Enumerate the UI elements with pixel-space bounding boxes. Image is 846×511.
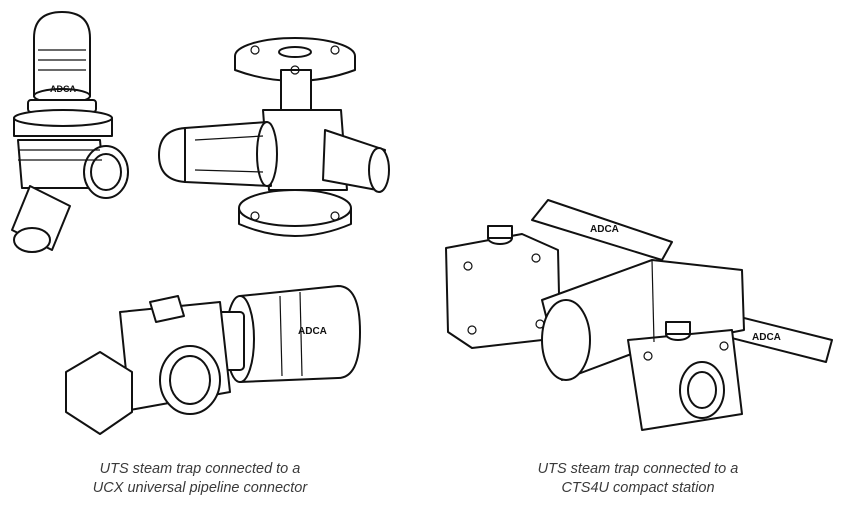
caption-ucx-line1: UTS steam trap connected to a [99,461,301,477]
caption-ucx: UTS steam trap connected to a UCX univer… [40,460,360,498]
lever-brand-text: ADCA [590,224,619,235]
uts-trap-ucx-connector-drawing: ADCA [65,285,361,435]
uts-trap-flanged-connector-drawing [158,37,390,237]
lever-brand-text-2: ADCA [752,332,781,343]
caption-cts4u: UTS steam trap connected to a CTS4U comp… [478,460,798,498]
uts-trap-cts4u-station-drawing: ADCA ADCA [445,199,833,431]
uts-trap-on-connector-drawing: ADCA [11,11,129,253]
caption-ucx-line2: UCX universal pipeline connector [92,480,308,496]
model-label-text: ADCA [298,326,327,337]
caption-cts4u-line2: CTS4U compact station [561,480,715,496]
caption-cts4u-line1: UTS steam trap connected to a [537,461,739,477]
brand-mark-text: ADCA [50,84,76,94]
